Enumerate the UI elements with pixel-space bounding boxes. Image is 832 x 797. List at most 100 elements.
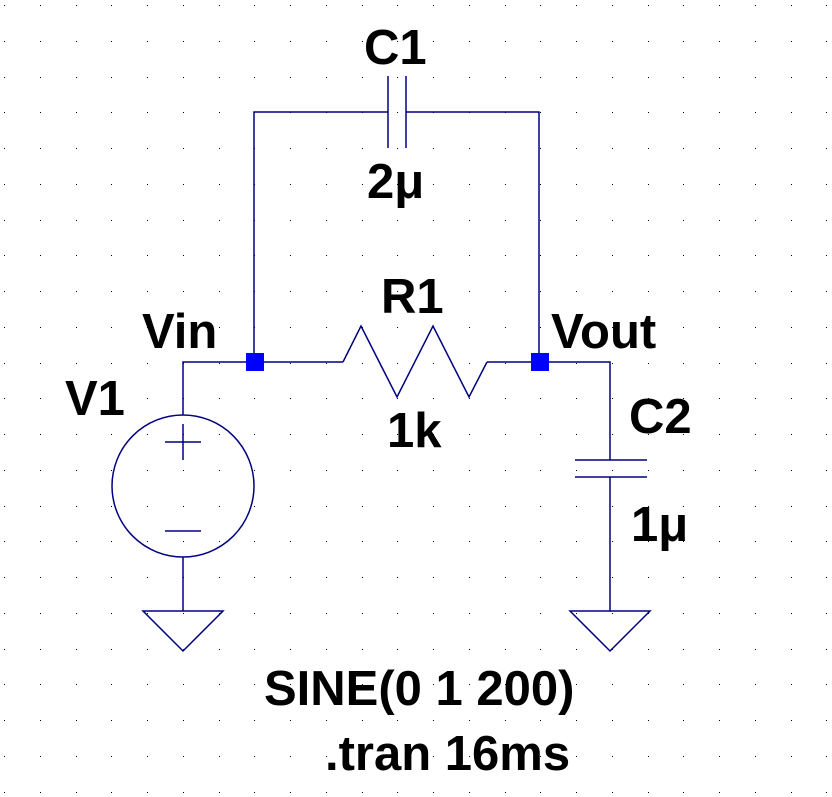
resistor-r1[interactable]: [342, 324, 488, 399]
c2-name-label[interactable]: C2: [629, 390, 692, 444]
vin-net-label[interactable]: Vin: [142, 305, 217, 359]
grid-dot: [791, 434, 792, 435]
grid-dot: [683, 720, 684, 721]
grid-dot: [290, 148, 291, 149]
grid-dot: [469, 756, 470, 757]
grid-dot: [111, 649, 112, 650]
voltage-source-v1[interactable]: [111, 414, 255, 558]
wire-c1-right[interactable]: [406, 111, 540, 362]
grid-dot: [505, 398, 506, 399]
grid-dot: [433, 577, 434, 578]
grid-dot: [111, 398, 112, 399]
grid-dot: [183, 255, 184, 256]
grid-dot: [326, 756, 327, 757]
grid-dot: [326, 291, 327, 292]
grid-dot: [147, 577, 148, 578]
grid-dot: [397, 684, 398, 685]
grid-dot: [362, 684, 363, 685]
grid-dot: [719, 41, 720, 42]
grid-dot: [183, 792, 184, 793]
grid-dot: [219, 255, 220, 256]
grid-dot: [326, 792, 327, 793]
grid-dot: [683, 792, 684, 793]
grid-dot: [576, 541, 577, 542]
grid-dot: [612, 756, 613, 757]
grid-dot: [576, 756, 577, 757]
grid-dot: [648, 112, 649, 113]
grid-dot: [576, 613, 577, 614]
grid-dot: [40, 756, 41, 757]
grid-dot: [147, 649, 148, 650]
grid-dot: [612, 41, 613, 42]
grid-dot: [362, 756, 363, 757]
grid-dot: [755, 541, 756, 542]
grid-dot: [540, 434, 541, 435]
grid-dot: [826, 41, 827, 42]
c2-value-label[interactable]: 1μ: [631, 498, 688, 552]
grid-dot: [362, 5, 363, 6]
grid-dot: [4, 291, 5, 292]
ground-c2[interactable]: [568, 610, 652, 653]
grid-dot: [326, 327, 327, 328]
grid-dot: [111, 112, 112, 113]
grid-dot: [683, 506, 684, 507]
wire-vout-c2[interactable]: [539, 361, 611, 460]
grid-dot: [755, 434, 756, 435]
grid-dot: [147, 363, 148, 364]
grid-dot: [254, 792, 255, 793]
grid-dot: [719, 541, 720, 542]
grid-dot: [540, 291, 541, 292]
c1-name-label[interactable]: C1: [364, 21, 427, 75]
grid-dot: [540, 255, 541, 256]
grid-dot: [791, 112, 792, 113]
grid-dot: [683, 613, 684, 614]
c1-value-label[interactable]: 2μ: [367, 155, 424, 209]
grid-dot: [791, 613, 792, 614]
grid-dot: [791, 470, 792, 471]
grid-dot: [362, 541, 363, 542]
grid-dot: [219, 148, 220, 149]
v1-name-label[interactable]: V1: [65, 372, 125, 426]
capacitor-c1[interactable]: [387, 76, 407, 148]
grid-dot: [505, 291, 506, 292]
grid-dot: [826, 5, 827, 6]
ground-v1[interactable]: [141, 610, 225, 653]
grid-dot: [4, 184, 5, 185]
grid-dot: [648, 220, 649, 221]
grid-dot: [433, 363, 434, 364]
grid-dot: [147, 112, 148, 113]
grid-dot: [362, 291, 363, 292]
wire-c1-left[interactable]: [253, 111, 388, 362]
junction-icon-vout[interactable]: [531, 353, 549, 371]
grid-dot: [433, 398, 434, 399]
grid-dot: [755, 720, 756, 721]
grid-dot: [147, 255, 148, 256]
capacitor-c2[interactable]: [575, 459, 647, 478]
grid-dot: [576, 77, 577, 78]
grid-dot: [111, 720, 112, 721]
vout-net-label[interactable]: Vout: [551, 305, 656, 359]
grid-dot: [219, 792, 220, 793]
grid-dot: [290, 684, 291, 685]
grid-dot: [397, 363, 398, 364]
grid-dot: [612, 220, 613, 221]
v1-value-label[interactable]: SINE(0 1 200): [264, 662, 575, 716]
junction-icon-vin[interactable]: [246, 353, 264, 371]
grid-dot: [755, 398, 756, 399]
grid-dot: [183, 327, 184, 328]
grid-dot: [183, 613, 184, 614]
grid-dot: [362, 470, 363, 471]
grid-dot: [648, 184, 649, 185]
grid-dot: [540, 470, 541, 471]
grid-dot: [576, 720, 577, 721]
grid-dot: [540, 327, 541, 328]
tran-directive[interactable]: .tran 16ms: [325, 727, 570, 781]
r1-name-label[interactable]: R1: [381, 270, 444, 324]
grid-dot: [469, 148, 470, 149]
grid-dot: [683, 112, 684, 113]
grid-dot: [755, 613, 756, 614]
grid-dot: [540, 649, 541, 650]
wire-v1-vin[interactable]: [182, 361, 254, 415]
r1-value-label[interactable]: 1k: [387, 404, 442, 458]
